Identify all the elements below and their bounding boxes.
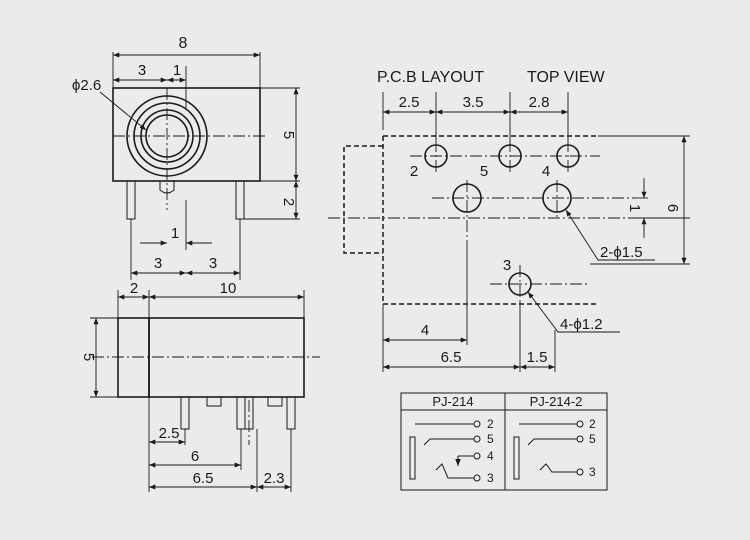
side-front-length-label: 2 bbox=[130, 280, 138, 297]
pcb-pin-label-5: 5 bbox=[480, 163, 488, 180]
dim-small-offset-label: 1 bbox=[173, 62, 181, 79]
front-view: 8 3 1 ϕ2.6 5 2 1 3 3 bbox=[72, 35, 300, 280]
pcb-outline-left-bottom bbox=[382, 136, 598, 305]
side-body-length-label: 10 bbox=[220, 280, 237, 297]
schematic-table: PJ-214 PJ-214-2 2 5 4 3 bbox=[400, 392, 608, 491]
dim-height-label: 5 bbox=[280, 131, 297, 139]
dim-pin-right-label: 3 bbox=[209, 255, 217, 272]
pcb-pin-pitch-label: 1 bbox=[626, 204, 643, 212]
heading-top-view: TOP VIEW bbox=[527, 69, 606, 86]
schematic-frame bbox=[400, 392, 608, 491]
side-pin-2 bbox=[236, 396, 246, 430]
pcb-hole-pin-2 bbox=[424, 144, 448, 168]
pcb-dim-6-5-label: 6.5 bbox=[441, 349, 462, 366]
dim-width-label: 8 bbox=[179, 35, 188, 52]
pcb-hole-pin-4 bbox=[542, 183, 572, 213]
pcb-dim-3-5-label: 3.5 bbox=[463, 94, 484, 111]
side-pin-1 bbox=[180, 396, 190, 430]
schematic-pj-214-2: 2 5 3 bbox=[513, 417, 596, 480]
dim-pin-gap-label: 1 bbox=[171, 225, 179, 242]
schem-left-pin-5: 5 bbox=[487, 432, 494, 446]
pcb-dim-2-5-label: 2.5 bbox=[399, 94, 420, 111]
schematic-sleeve-left bbox=[409, 436, 416, 480]
schem-left-pin-2: 2 bbox=[487, 417, 494, 431]
side-body-outline bbox=[148, 317, 305, 398]
pcb-pin-label-4: 4 bbox=[542, 163, 550, 180]
side-pin-tab-2 bbox=[267, 397, 283, 407]
side-front-flange bbox=[117, 317, 150, 398]
dim-left-offset-label: 3 bbox=[138, 62, 146, 79]
pcb-small-hole-label: 4-ϕ1.2 bbox=[560, 316, 603, 333]
pcb-dim-4-label: 4 bbox=[421, 322, 429, 339]
pcb-front-tab-outline bbox=[343, 145, 383, 254]
schem-right-pin-2: 2 bbox=[589, 417, 596, 431]
pcb-hole-pin-3 bbox=[508, 272, 532, 296]
pcb-large-hole-label: 2-ϕ1.5 bbox=[600, 244, 643, 261]
side-pin-4 bbox=[286, 396, 296, 430]
pcb-pin-label-3: 3 bbox=[503, 257, 511, 274]
pcb-dim-1-5-label: 1.5 bbox=[527, 349, 548, 366]
side-dim-6-label: 6 bbox=[191, 448, 199, 465]
pcb-height-label: 6 bbox=[664, 204, 681, 212]
side-height-label: 5 bbox=[80, 353, 97, 361]
schem-left-pin-4: 4 bbox=[487, 449, 494, 463]
schematic-pj-214: 2 5 4 3 bbox=[409, 417, 494, 485]
pcb-dim-2-8-label: 2.8 bbox=[529, 94, 550, 111]
front-body-outline bbox=[112, 87, 261, 182]
dim-pin-left-label: 3 bbox=[154, 255, 162, 272]
front-pin-left bbox=[126, 180, 136, 220]
schematic-sleeve-right bbox=[513, 436, 520, 480]
heading-pcb-layout: P.C.B LAYOUT bbox=[377, 69, 484, 86]
pcb-hole-pin-5 bbox=[498, 144, 522, 168]
pcb-hole-extra bbox=[556, 144, 580, 168]
front-pin-centre bbox=[159, 181, 175, 194]
dim-hole-diameter-label: ϕ2.6 bbox=[72, 77, 101, 94]
front-pin-right bbox=[235, 180, 245, 220]
model-label-pj-214-2: PJ-214-2 bbox=[530, 394, 583, 409]
side-dim-2-5-label: 2.5 bbox=[159, 425, 180, 442]
side-pin-tab bbox=[206, 397, 222, 407]
pcb-pin-label-2: 2 bbox=[410, 163, 418, 180]
pcb-layout: P.C.B LAYOUT TOP VIEW 2.5 3.5 2.8 bbox=[328, 69, 690, 372]
pcb-hole-large-left bbox=[452, 183, 482, 213]
side-view: 2 10 5 2.5 6 6.5 2.3 bbox=[80, 280, 320, 492]
schem-right-pin-5: 5 bbox=[589, 432, 596, 446]
side-dim-6-5-label: 6.5 bbox=[193, 470, 214, 487]
dim-pin-length-label: 2 bbox=[280, 198, 297, 206]
schem-right-pin-3: 3 bbox=[589, 465, 596, 479]
model-label-pj-214: PJ-214 bbox=[432, 394, 473, 409]
schem-left-pin-3: 3 bbox=[487, 471, 494, 485]
side-dim-2-3-label: 2.3 bbox=[264, 470, 285, 487]
